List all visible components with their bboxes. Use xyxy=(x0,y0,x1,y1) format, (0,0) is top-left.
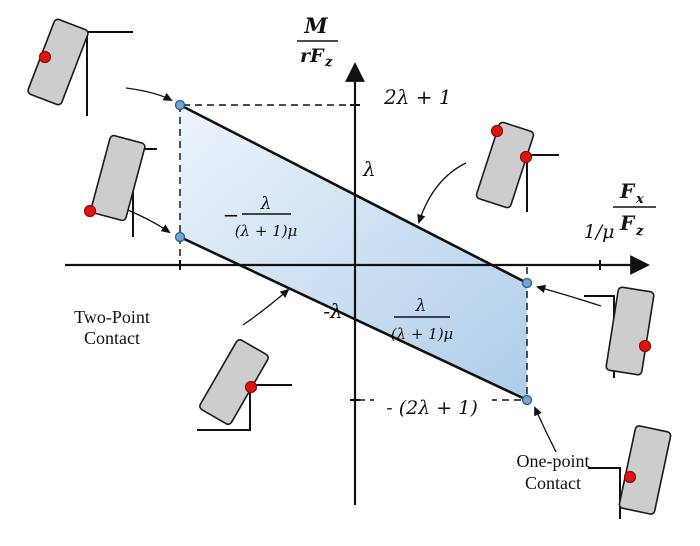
arrow-top-right-sketch xyxy=(417,162,467,224)
object-block xyxy=(475,121,535,209)
label-left-fraction: − λ (λ + 1)μ xyxy=(223,194,298,240)
label-neg-2lambda-plus-1: - (2λ + 1) xyxy=(386,397,478,419)
contact-point-dot-2 xyxy=(519,150,533,164)
contact-point-dot xyxy=(38,50,52,64)
contact-point-dot xyxy=(490,124,504,138)
object-block xyxy=(199,339,269,425)
vertex-dot-top-right xyxy=(521,277,533,289)
label-lambda: λ xyxy=(362,157,376,181)
vertex-dots xyxy=(174,99,533,406)
y-axis-denominator: rF xyxy=(300,45,325,67)
x-axis-denominator: F xyxy=(619,211,636,235)
arrow-two-point-contact xyxy=(242,288,290,326)
sketch-two-point-mid-left xyxy=(83,134,157,237)
contact-point-dot xyxy=(623,470,637,484)
right-fraction-denominator: (λ + 1)μ xyxy=(391,325,454,343)
label-right-fraction: λ (λ + 1)μ xyxy=(391,296,454,343)
step-edge xyxy=(526,154,559,212)
contact-point-dot xyxy=(638,339,652,353)
label-2lambda-plus-1: 2λ + 1 xyxy=(383,85,452,109)
value-labels: 2λ + 1 λ -λ 1/μ - (2λ + 1) − λ (λ + 1)μ … xyxy=(223,85,615,419)
arrow-one-point-contact xyxy=(534,406,557,453)
feasible-wrench-region xyxy=(178,103,529,402)
two-point-contact-label-line1: Two-Point xyxy=(74,307,150,327)
arrow-top-left-sketch xyxy=(125,87,173,101)
step-edge xyxy=(197,384,292,431)
step-edge xyxy=(86,31,133,116)
sketch-two-point-top-left xyxy=(27,18,133,116)
region-top-edge xyxy=(178,103,529,285)
arrow-right-mid-sketch xyxy=(535,284,602,307)
sketch-one-point-top-right xyxy=(475,121,559,212)
y-axis-label: M rF z xyxy=(297,13,338,70)
sketch-one-point-bottom-right xyxy=(588,425,672,519)
axes xyxy=(65,62,650,505)
right-fraction-numerator: λ xyxy=(415,296,427,316)
y-axis-denominator-sub: z xyxy=(324,55,333,70)
left-fraction-denominator: (λ + 1)μ xyxy=(235,222,298,240)
x-axis-numerator-sub: x xyxy=(635,192,644,207)
x-axis-label: F x F z xyxy=(613,179,656,239)
contact-point-dot xyxy=(244,380,258,394)
left-fraction-numerator: λ xyxy=(260,194,272,214)
x-axis-numerator: F xyxy=(619,179,636,203)
contact-mode-labels: Two-Point Contact One-point Contact xyxy=(74,307,589,493)
left-fraction-sign: − xyxy=(223,203,240,227)
one-point-contact-label-line2: Contact xyxy=(525,473,581,493)
vertex-dot-top-left xyxy=(174,99,186,111)
contact-point-dot xyxy=(83,204,97,218)
one-point-contact-label-line1: One-point xyxy=(517,451,590,471)
two-point-contact-label-line2: Contact xyxy=(84,328,140,348)
step-edge xyxy=(588,467,621,519)
region-polygon xyxy=(180,105,527,400)
vertex-dot-bottom-left xyxy=(174,231,186,243)
object-block xyxy=(90,134,146,222)
label-neg-lambda: -λ xyxy=(323,299,342,323)
sketch-two-point-bottom xyxy=(197,339,292,431)
sketch-one-point-right-mid xyxy=(584,286,655,378)
object-block xyxy=(618,425,672,515)
label-inv-mu: 1/μ xyxy=(584,221,615,243)
arrow-mid-left-sketch xyxy=(127,209,171,234)
y-axis-numerator: M xyxy=(303,13,328,38)
x-axis-denominator-sub: z xyxy=(635,224,644,239)
object-block xyxy=(27,18,89,106)
vertex-dot-bottom-right xyxy=(521,394,533,406)
label-mask xyxy=(374,398,492,418)
object-block xyxy=(605,286,655,376)
